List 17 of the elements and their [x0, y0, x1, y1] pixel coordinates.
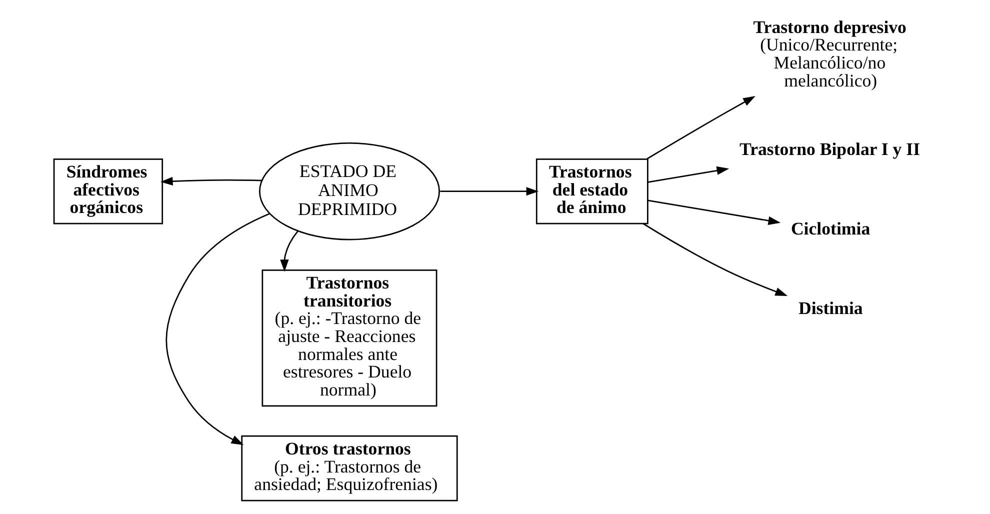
- node-ellipse: ESTADO DE ANIMO DEPRIMIDO: [258, 142, 440, 240]
- node-box: Otros trastornos (p. ej.: Trastornos de ansiedad; Esquizofrenias): [240, 434, 458, 501]
- node-text: Trastorno depresivo (Unico/Recurrente; Melancólico/no melancólico): [752, 16, 906, 90]
- arrow: [440, 186, 538, 196]
- node-box: Síndromes afectivos orgánicos: [52, 158, 163, 224]
- arrow: [280, 230, 298, 272]
- arrow: [642, 222, 788, 296]
- node-box: Trastornos del estado de ánimo: [535, 158, 648, 224]
- arrow: [160, 176, 262, 186]
- node-text: Distimia: [798, 297, 862, 318]
- arrow: [646, 96, 755, 159]
- arrow: [165, 212, 270, 444]
- node-text: Trastorno Bipolar I y II: [739, 138, 920, 158]
- node-text: Ciclotimia: [790, 218, 870, 238]
- arrow: [647, 166, 729, 182]
- arrow: [647, 199, 780, 224]
- node-box: Trastornos transitorios (p. ej.: -Trastorno de ajuste - Reacciones normales ante estresores - Duelo normal): [261, 269, 437, 406]
